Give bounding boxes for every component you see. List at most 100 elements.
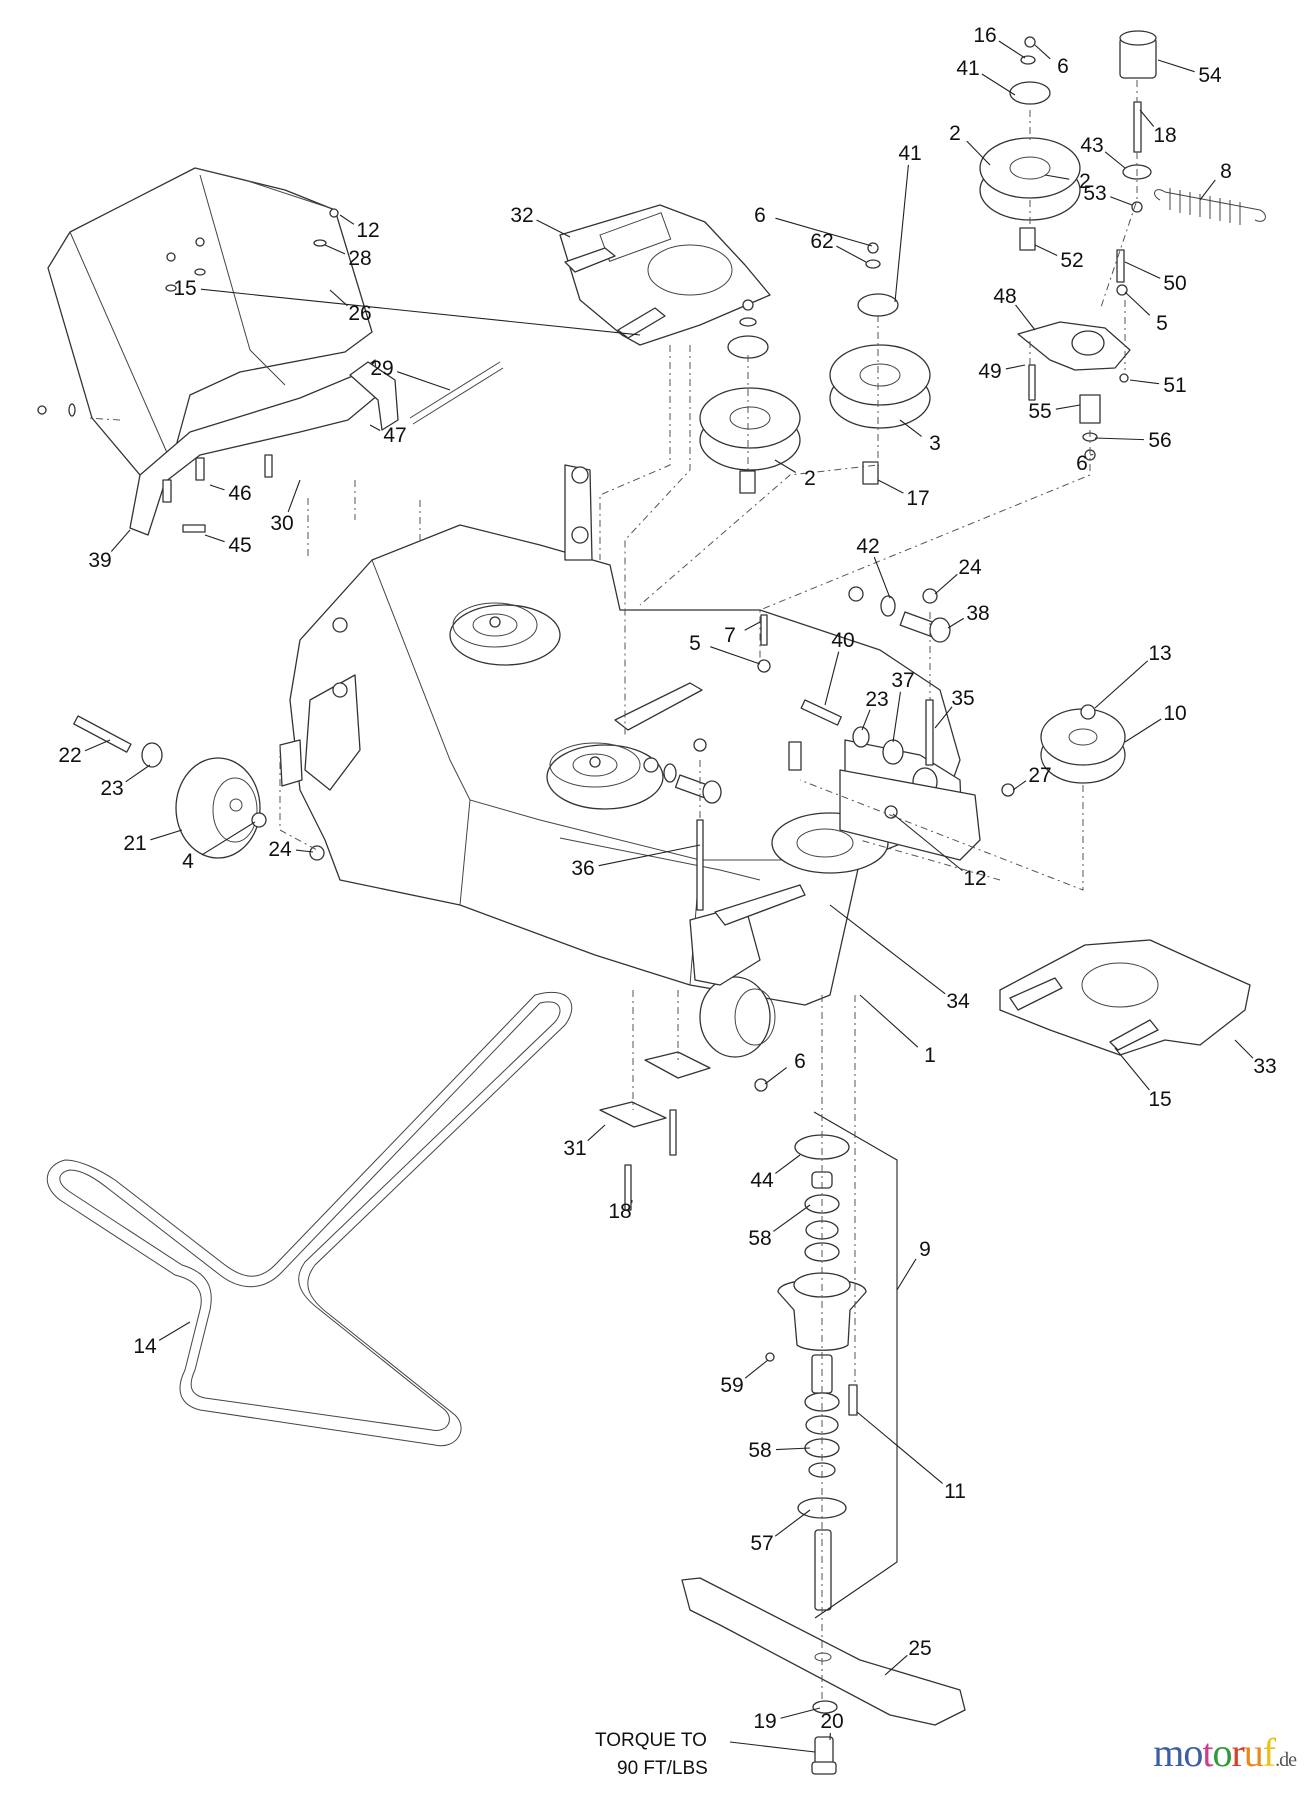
callout-54: 54 <box>1198 64 1222 87</box>
leader-38 <box>947 617 964 629</box>
leader-41 <box>894 164 909 303</box>
callout-25: 25 <box>908 1637 931 1660</box>
leader-7 <box>744 621 761 631</box>
callout-labels: 1222345566667891011121213141515161718181… <box>58 24 1276 1733</box>
discharge-chute <box>47 167 373 476</box>
callout-20: 20 <box>820 1710 843 1733</box>
leader-19 <box>780 1707 821 1719</box>
callout-10: 10 <box>1163 702 1186 725</box>
nut-51 <box>1119 373 1129 383</box>
anti-scalp-wheel <box>175 757 261 859</box>
callout-37: 37 <box>891 669 914 692</box>
deck-right-mount <box>839 769 981 861</box>
callout-24: 24 <box>268 838 292 861</box>
pivot-center <box>674 774 722 804</box>
bolt-18-mid <box>669 1109 677 1156</box>
idler-pulley-right <box>829 344 931 429</box>
callout-4: 4 <box>182 850 194 873</box>
leader-24 <box>934 573 958 595</box>
callout-12: 12 <box>356 219 379 242</box>
leader-52 <box>1034 244 1058 256</box>
callout-12: 12 <box>963 867 986 890</box>
callout-3: 3 <box>929 432 941 455</box>
idler-pulley-top <box>979 137 1081 221</box>
deck-front-bracket <box>689 884 806 986</box>
leader-21 <box>150 829 183 841</box>
callout-2: 2 <box>1079 170 1091 193</box>
leader-23 <box>861 709 871 731</box>
callout-1: 1 <box>924 1044 936 1067</box>
callout-29: 29 <box>370 357 393 380</box>
callout-52: 52 <box>1060 249 1083 272</box>
leader-1 <box>859 994 919 1048</box>
bolt-50 <box>1116 249 1125 283</box>
leader-31 <box>587 1124 606 1142</box>
leader-62 <box>836 245 867 263</box>
hinge-rod <box>409 361 504 425</box>
leader-3 <box>899 419 922 437</box>
callout-23: 23 <box>100 777 123 800</box>
watermark-text: motoruf <box>1153 1729 1276 1776</box>
leader-42 <box>873 556 891 599</box>
leader-33 <box>1234 1039 1254 1059</box>
bolt-18-lower <box>624 1164 632 1211</box>
leader-10 <box>1124 718 1162 743</box>
leader-6 <box>775 217 873 247</box>
leader-15 <box>200 288 641 336</box>
leader-55 <box>1055 404 1081 410</box>
callout-62: 62 <box>810 230 833 253</box>
grease-fitting-59 <box>765 1352 775 1362</box>
leader-22 <box>84 739 111 752</box>
callout-32: 32 <box>510 204 533 227</box>
callout-58: 58 <box>748 1227 771 1250</box>
deck-front-wheel <box>699 976 776 1058</box>
callout-30: 30 <box>270 512 293 535</box>
leader-24 <box>295 849 314 853</box>
torque-note-line2: 90 FT/LBS <box>617 1758 708 1779</box>
watermark-letter: o <box>1212 1730 1232 1775</box>
bushing-55 <box>1079 394 1101 424</box>
nut-13 <box>1080 704 1096 720</box>
nut-42 <box>848 586 864 602</box>
leader-49 <box>1005 364 1026 370</box>
callout-33: 33 <box>1253 1055 1276 1078</box>
callout-5: 5 <box>1156 312 1168 335</box>
spacer-52 <box>1019 227 1036 251</box>
leader-13 <box>1094 660 1149 709</box>
callout-58: 58 <box>748 1439 771 1462</box>
callout-6: 6 <box>794 1050 806 1073</box>
idler-pulley-left <box>699 387 801 471</box>
cover-54 <box>1119 30 1157 79</box>
callout-39: 39 <box>88 549 111 572</box>
washer-42 <box>880 595 896 617</box>
spacer-left <box>739 470 756 494</box>
callout-44: 44 <box>750 1169 774 1192</box>
blade <box>681 1577 966 1726</box>
deck-side-bracket <box>304 617 361 791</box>
bracket-nut <box>309 845 325 861</box>
deck-plate-center <box>614 682 703 731</box>
callout-6: 6 <box>754 204 766 227</box>
callout-18: 18 <box>1153 124 1176 147</box>
leader-35 <box>934 706 953 729</box>
spindle-stack <box>777 1134 867 1611</box>
leader-36 <box>598 844 701 867</box>
pulley-guard-top <box>1009 81 1051 105</box>
watermark-letter: t <box>1202 1730 1213 1775</box>
callout-6: 6 <box>1076 452 1088 475</box>
leader-27 <box>1012 780 1027 791</box>
callout-13: 13 <box>1148 642 1171 665</box>
washer-center <box>663 763 677 783</box>
bolt-18-top <box>1133 101 1142 153</box>
watermark-letter: u <box>1243 1730 1264 1775</box>
leader-46 <box>209 484 225 491</box>
bolt-40 <box>800 699 842 726</box>
plate-31-upper <box>644 1051 711 1079</box>
callout-53: 53 <box>1083 182 1106 205</box>
callout-46: 46 <box>228 482 251 505</box>
spindle-pulley-10 <box>1040 708 1126 784</box>
callout-6: 6 <box>1057 55 1069 78</box>
washer-left <box>739 317 757 327</box>
leader-44 <box>775 1154 801 1174</box>
callout-9: 9 <box>919 1238 931 1261</box>
